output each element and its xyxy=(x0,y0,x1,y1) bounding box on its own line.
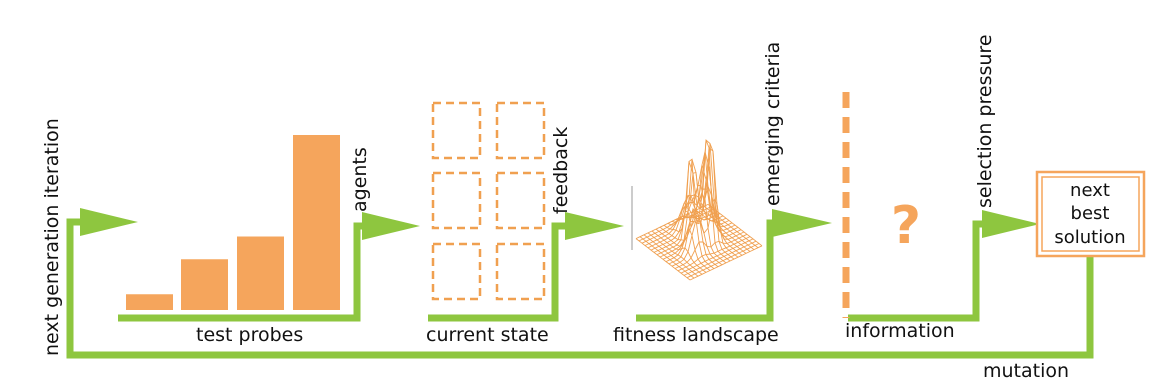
mesh-line xyxy=(647,194,721,249)
unknown-question-mark: ? xyxy=(891,196,921,256)
solution-label-line-1: next xyxy=(1070,180,1110,201)
probe-bar xyxy=(126,294,173,310)
state-cell xyxy=(495,101,546,160)
label-agents: agents xyxy=(349,147,371,212)
mesh-line xyxy=(635,203,709,240)
mesh-line xyxy=(656,151,730,256)
arrowhead-feedback xyxy=(565,212,624,240)
mutation-loop-line xyxy=(66,218,1094,359)
state-base-line xyxy=(428,222,570,322)
label-information: information xyxy=(845,320,955,342)
mesh-line xyxy=(665,139,739,263)
mesh-line xyxy=(677,236,751,272)
mesh-line xyxy=(674,233,748,269)
label-emerging-criteria: emerging criteria xyxy=(762,42,784,206)
mesh-line xyxy=(653,164,727,253)
current-state-grid xyxy=(431,101,546,301)
mesh-line xyxy=(659,159,733,258)
mesh-line xyxy=(638,206,712,242)
mesh-line xyxy=(644,205,718,246)
mesh-line xyxy=(683,240,757,276)
mesh-line xyxy=(671,207,745,267)
label-feedback: feedback xyxy=(550,127,572,214)
state-cell xyxy=(431,171,482,230)
solution-label-line-2: best xyxy=(1071,203,1110,224)
state-cell xyxy=(431,242,482,301)
arrowhead-next-generation xyxy=(80,208,138,236)
state-cell xyxy=(495,171,546,230)
arrowhead-selection-pressure xyxy=(982,210,1040,238)
mesh-line xyxy=(680,238,754,274)
flow-arrowheads xyxy=(80,208,1040,240)
label-test-probes: test probes xyxy=(196,324,303,346)
solution-box-inner xyxy=(1041,176,1140,252)
label-fitness-landscape: fitness landscape xyxy=(613,324,779,346)
label-mutation: mutation xyxy=(983,360,1069,382)
label-selection-pressure: selection pressure xyxy=(974,34,996,208)
test-probe-bars xyxy=(126,135,340,310)
arrowhead-emerging-criteria xyxy=(772,209,832,237)
solution-box-outer xyxy=(1035,170,1146,258)
state-cell xyxy=(495,242,546,301)
mesh-line xyxy=(689,245,763,281)
probe-bar xyxy=(181,259,228,310)
mesh-line xyxy=(650,194,724,251)
flow-lines xyxy=(66,218,1094,359)
solution-label-line-3: solution xyxy=(1054,227,1125,248)
probe-bar xyxy=(237,236,284,310)
mesh-line xyxy=(686,243,760,279)
probe-bar xyxy=(293,135,340,310)
state-cell xyxy=(431,101,482,160)
fitness-base-line xyxy=(636,219,780,322)
fitness-landscape-plot xyxy=(631,139,763,281)
fitness-mesh xyxy=(635,139,763,281)
label-next-generation-iteration: next generation iteration xyxy=(41,118,63,356)
arrowhead-agents xyxy=(362,212,420,240)
next-best-solution-box: next best solution xyxy=(1035,170,1146,258)
mesh-line xyxy=(641,208,715,244)
label-current-state: current state xyxy=(426,324,549,346)
